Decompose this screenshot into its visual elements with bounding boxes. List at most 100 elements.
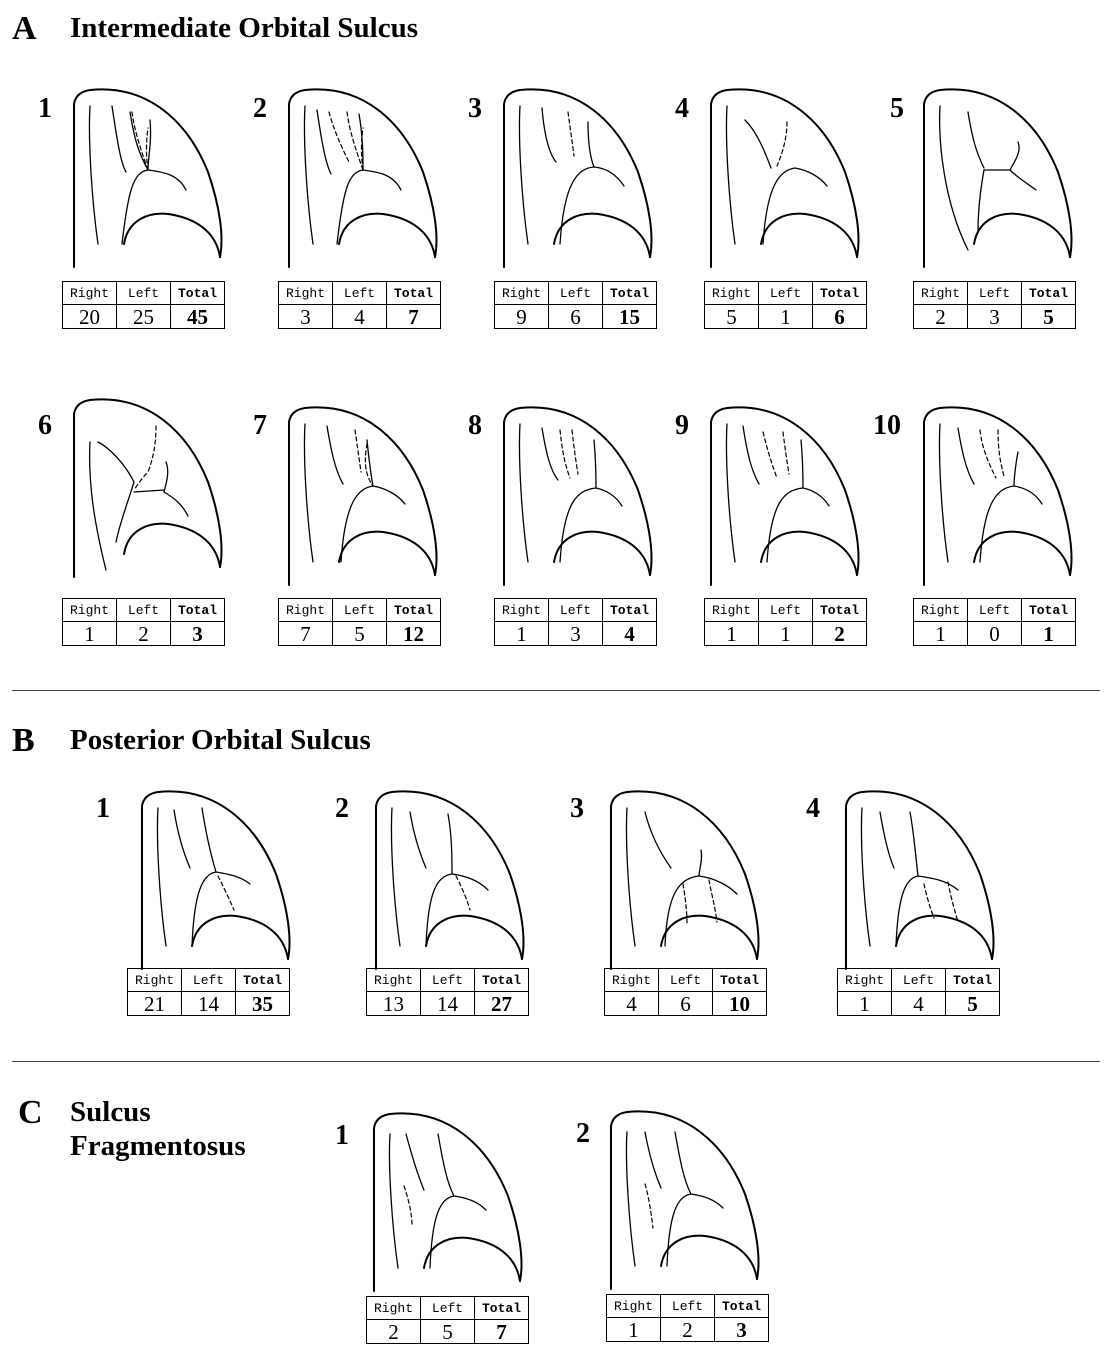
a-panel-5-drawing	[923, 88, 1073, 268]
header-total: Total	[386, 598, 441, 622]
value-right: 9	[494, 304, 549, 329]
value-total: 4	[602, 621, 657, 646]
sulcus-line-1	[939, 105, 969, 251]
value-right: 3	[278, 304, 333, 329]
sulcus-line-1	[518, 105, 529, 245]
value-right: 1	[837, 991, 892, 1016]
header-right: Right	[704, 281, 759, 305]
a-panel-10-count-table: Right Left Total 1 0 1	[913, 598, 1076, 646]
dashed-sulcus-2	[708, 879, 718, 923]
temporal-pole-outline	[973, 530, 1071, 576]
section-a-letter: A	[12, 10, 37, 47]
a-panel-6-number: 6	[38, 410, 52, 441]
orbital-outline	[610, 1110, 760, 1290]
a-panel-7-drawing	[288, 406, 438, 586]
c-panel-2-drawing	[610, 1110, 760, 1290]
section-c-title-line1: Sulcus	[70, 1096, 151, 1128]
b-panel-1-number: 1	[96, 793, 110, 824]
value-right: 21	[127, 991, 182, 1016]
b-panel-1-count-table: Right Left Total 21 14 35	[127, 968, 290, 1016]
a-panel-9-drawing	[710, 406, 860, 586]
value-total: 3	[714, 1317, 769, 1342]
header-total: Total	[712, 968, 767, 992]
value-left: 6	[658, 991, 713, 1016]
dashed-sulcus-1	[346, 111, 364, 171]
sulcus-line-4	[664, 875, 700, 947]
a-panel-7-number: 7	[253, 410, 267, 441]
c-panel-2-number: 2	[576, 1118, 590, 1149]
value-left: 5	[420, 1319, 475, 1344]
value-total: 5	[945, 991, 1000, 1016]
header-right: Right	[494, 598, 549, 622]
header-right: Right	[366, 968, 421, 992]
sulcus-line-4	[340, 485, 374, 563]
value-left: 4	[891, 991, 946, 1016]
b-panel-4-count-table: Right Left Total 1 4 5	[837, 968, 1000, 1016]
a-panel-1-number: 1	[38, 93, 52, 124]
a-panel-5-count-table: Right Left Total 2 3 5	[913, 281, 1076, 329]
sulcus-line-3	[794, 167, 828, 187]
orbital-outline	[288, 406, 438, 586]
value-total: 7	[474, 1319, 529, 1344]
header-total: Total	[602, 598, 657, 622]
value-left: 6	[548, 304, 603, 329]
temporal-pole-outline	[553, 212, 651, 258]
sulcus-line-4	[559, 487, 597, 563]
value-left: 25	[116, 304, 171, 329]
sulcus-line-4	[191, 871, 217, 947]
a-panel-3-count-table: Right Left Total 9 6 15	[494, 281, 657, 329]
a-panel-8-number: 8	[468, 410, 482, 441]
value-left: 2	[660, 1317, 715, 1342]
a-panel-9-number: 9	[675, 410, 689, 441]
header-left: Left	[332, 598, 387, 622]
header-left: Left	[967, 281, 1022, 305]
header-total: Total	[170, 598, 225, 622]
value-total: 7	[386, 304, 441, 329]
sulcus-line-3	[201, 807, 251, 885]
dashed-sulcus-1	[131, 111, 149, 171]
sulcus-line-5	[121, 169, 149, 245]
header-right: Right	[606, 1294, 661, 1318]
dashed-sulcus-1	[762, 431, 778, 479]
dashed-sulcus-1	[567, 111, 575, 157]
sulcus-line-3	[587, 121, 625, 187]
sulcus-line-2	[541, 107, 557, 163]
value-total: 6	[812, 304, 867, 329]
sulcus-line-2	[316, 109, 332, 175]
section-b-letter: B	[12, 722, 35, 759]
sulcus-line-1	[156, 807, 167, 947]
a-panel-1-drawing	[73, 88, 223, 268]
orbital-outline	[375, 790, 525, 970]
header-total: Total	[602, 281, 657, 305]
sulcus-line-3	[129, 111, 149, 171]
sulcus-line-4	[766, 487, 804, 563]
c-panel-1-count-table: Right Left Total 2 5 7	[366, 1296, 529, 1344]
section-b-title: Posterior Orbital Sulcus	[70, 724, 371, 756]
value-left: 5	[332, 621, 387, 646]
temporal-pole-outline	[191, 914, 289, 960]
dashed-sulcus-2	[782, 431, 790, 475]
temporal-pole-outline	[338, 212, 436, 258]
section-c-title-line2: Fragmentosus	[70, 1130, 246, 1162]
orbital-outline	[710, 406, 860, 586]
orbital-outline	[610, 790, 760, 970]
dashed-sulcus-2	[364, 443, 374, 487]
orbital-outline	[845, 790, 995, 970]
header-left: Left	[548, 281, 603, 305]
divider-a-b	[12, 690, 1100, 691]
header-right: Right	[127, 968, 182, 992]
sulcus-line-3	[447, 813, 489, 891]
sulcus-line-1	[625, 1131, 636, 1267]
sulcus-line-1	[89, 441, 107, 571]
value-right: 1	[704, 621, 759, 646]
header-right: Right	[704, 598, 759, 622]
temporal-pole-outline	[425, 914, 523, 960]
b-panel-2-count-table: Right Left Total 13 14 27	[366, 968, 529, 1016]
a-panel-2-count-table: Right Left Total 3 4 7	[278, 281, 441, 329]
sulcus-line-3	[163, 461, 189, 517]
sulcus-line-3	[1009, 141, 1037, 191]
sulcus-line-2	[173, 809, 191, 869]
temporal-pole-outline	[338, 530, 436, 576]
a-panel-10-number: 10	[873, 410, 901, 441]
b-panel-2-number: 2	[335, 793, 349, 824]
